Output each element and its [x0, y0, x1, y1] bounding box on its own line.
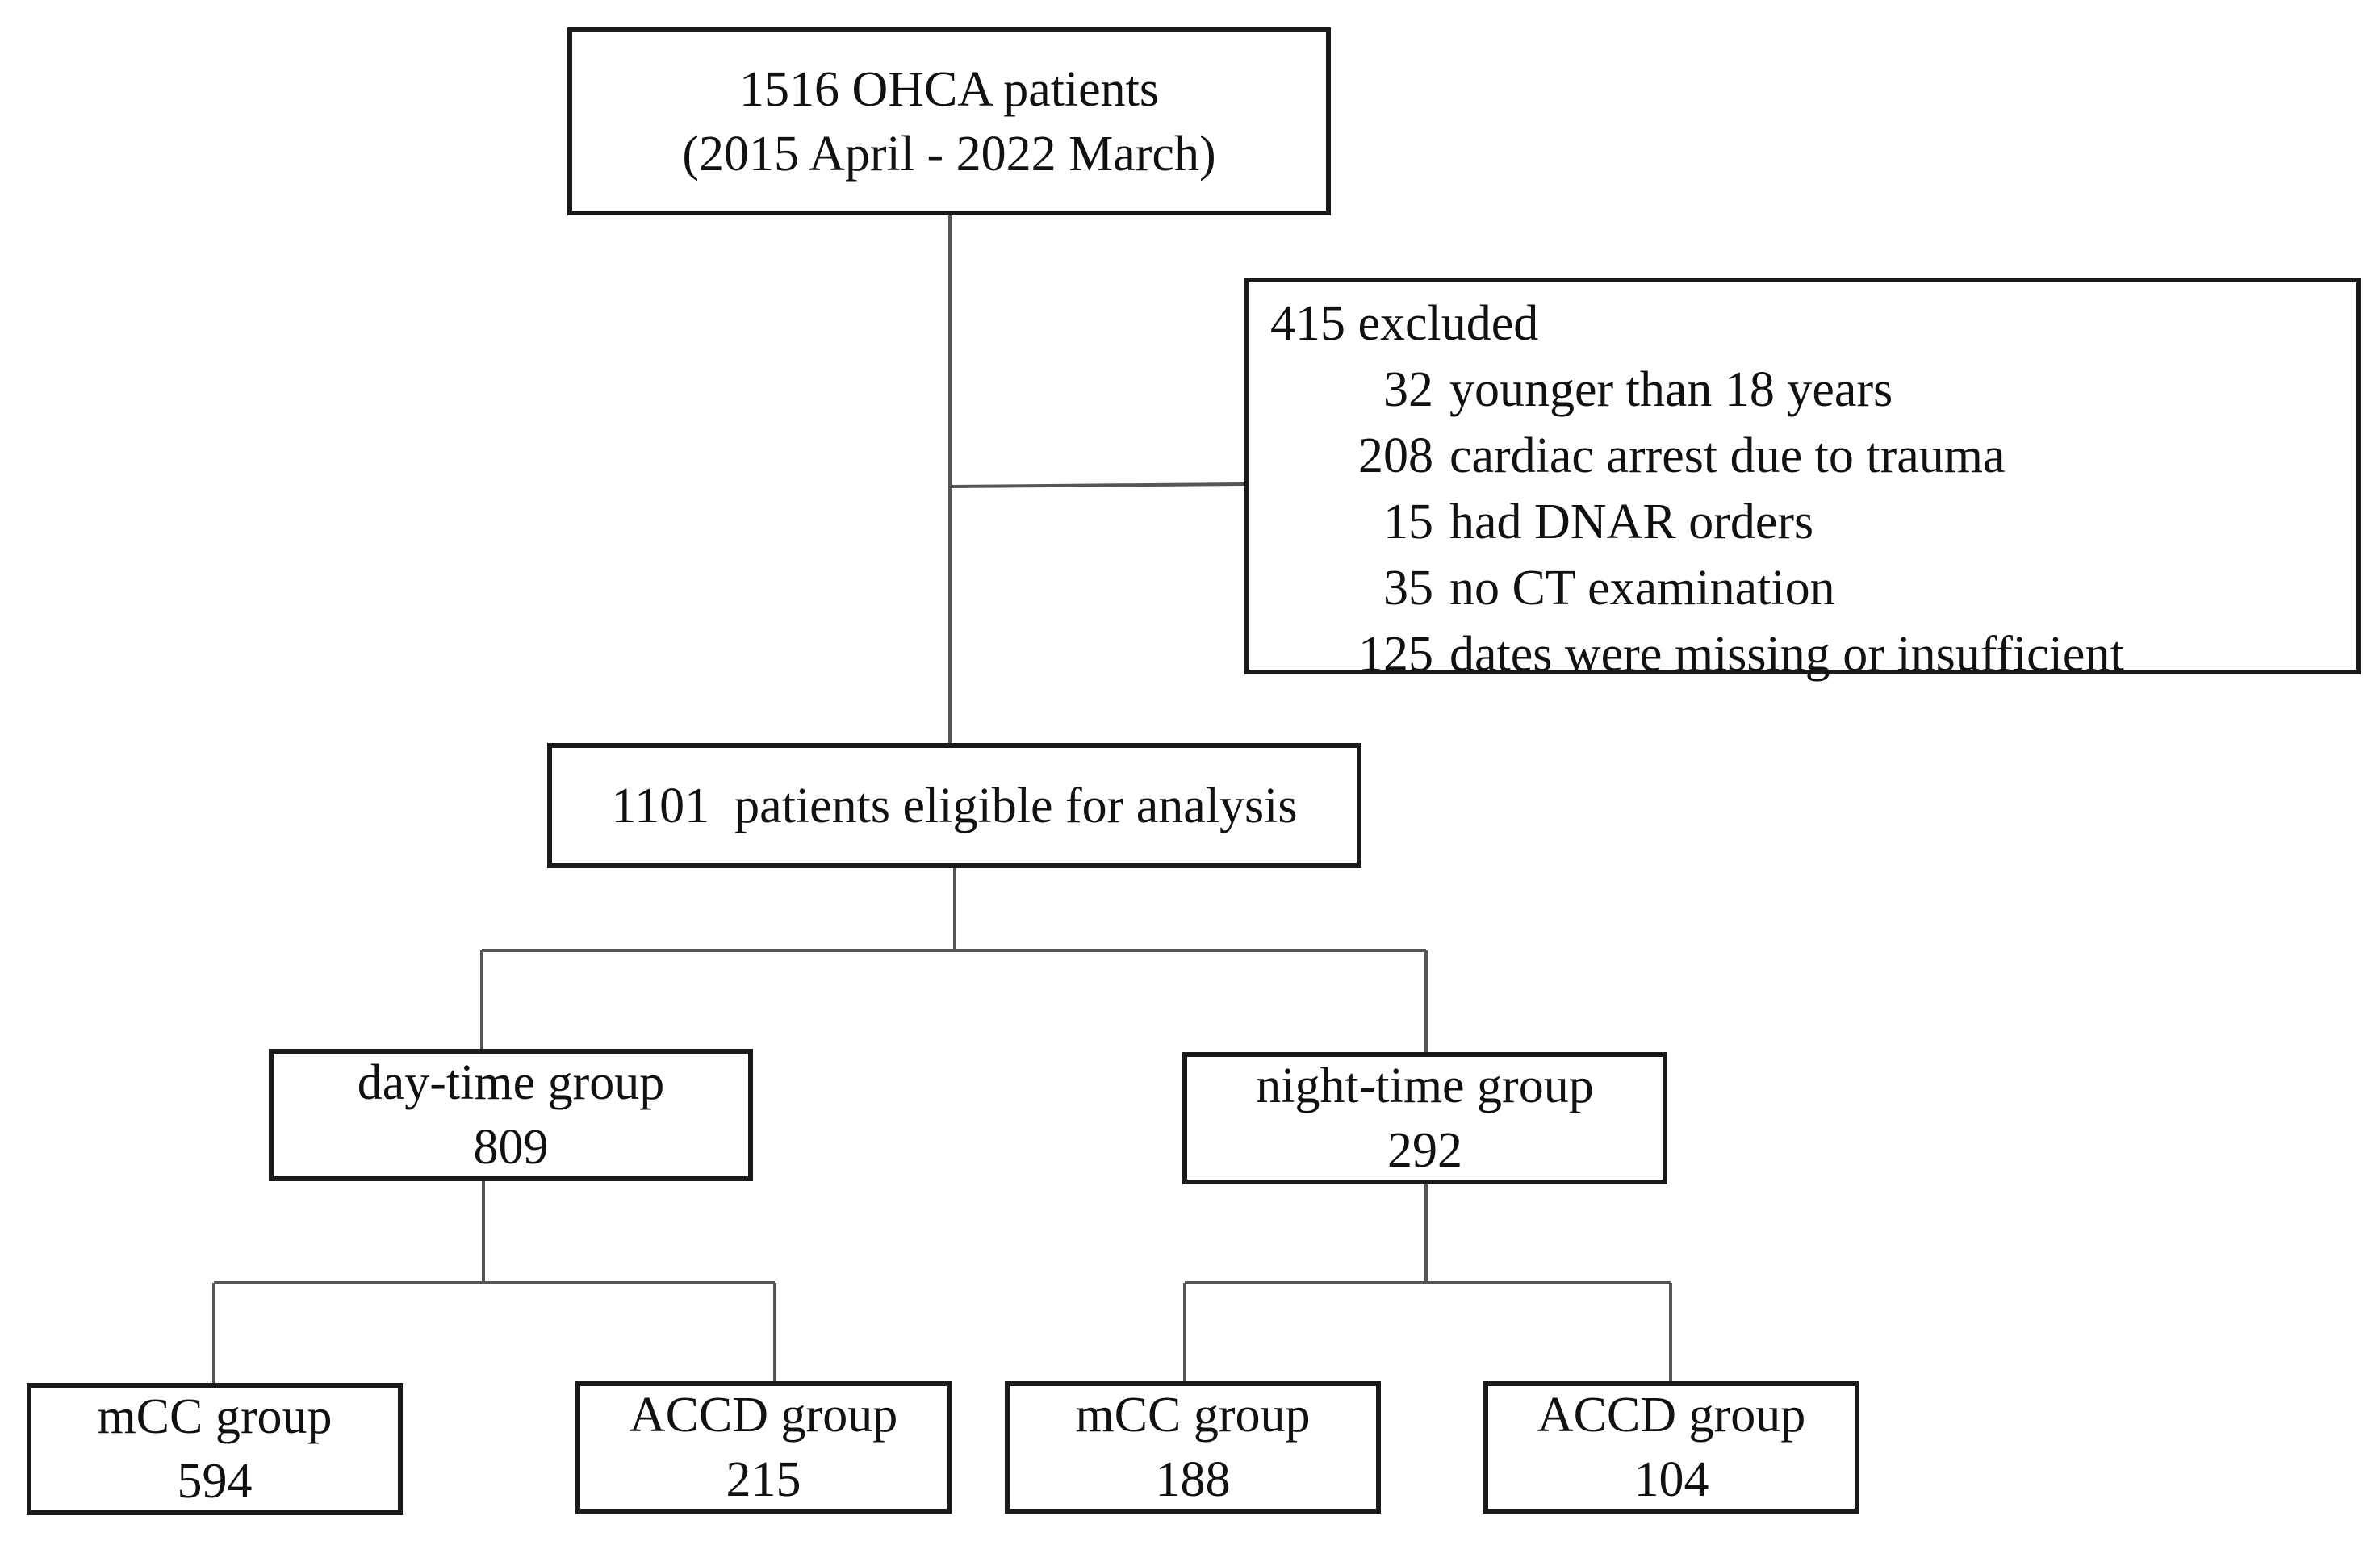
exclusion-count: 32: [1383, 362, 1433, 417]
excluded-box: 415 excluded 32 younger than 18 years 20…: [1244, 278, 2361, 682]
day-mcc-group-label: mCC group: [97, 1389, 333, 1444]
day-accd-group-label: ACCD group: [629, 1388, 898, 1443]
day-accd-group-count: 215: [726, 1452, 801, 1507]
exclusion-reason: dates were missing or insufficient: [1449, 627, 2124, 682]
exclusion-reason: cardiac arrest due to trauma: [1449, 428, 2006, 483]
exclusion-item: 32 younger than 18 years: [1270, 357, 1893, 423]
night-time-group-box: night-time group 292: [1182, 1052, 1667, 1184]
excluded-header: 415 excluded: [1270, 296, 1539, 351]
night-time-group-label: night-time group: [1256, 1059, 1594, 1113]
night-accd-group-label: ACCD group: [1537, 1388, 1806, 1443]
eligible-box: 1101 patients eligible for analysis: [547, 743, 1361, 868]
ohca-patients-count: 1516 OHCA patients: [738, 61, 1160, 117]
night-accd-group-count: 104: [1633, 1452, 1709, 1507]
day-accd-group-box: ACCD group 215: [575, 1381, 952, 1514]
night-mcc-group-box: mCC group 188: [1005, 1381, 1381, 1514]
day-time-group-box: day-time group 809: [269, 1049, 753, 1181]
day-time-group-label: day-time group: [357, 1055, 665, 1110]
exclusion-reason: younger than 18 years: [1449, 362, 1893, 417]
exclusion-reason: had DNAR orders: [1449, 495, 1814, 549]
exclusion-count: 35: [1383, 561, 1433, 616]
exclusion-count: 125: [1358, 627, 1433, 682]
night-mcc-group-count: 188: [1155, 1452, 1231, 1507]
exclusion-item: 35 no CT examination: [1270, 555, 1835, 621]
eligible-label: 1101 patients eligible for analysis: [611, 778, 1298, 833]
night-mcc-group-label: mCC group: [1075, 1388, 1311, 1443]
exclusion-item: 208 cardiac arrest due to trauma: [1270, 423, 2006, 489]
exclusion-count: 15: [1383, 495, 1433, 549]
exclusion-item: 125 dates were missing or insufficient: [1270, 621, 2124, 687]
exclusion-item: 15 had DNAR orders: [1270, 489, 1813, 555]
night-accd-group-box: ACCD group 104: [1483, 1381, 1859, 1514]
day-time-group-count: 809: [473, 1120, 549, 1175]
night-time-group-count: 292: [1387, 1123, 1462, 1178]
exclusion-count: 208: [1358, 428, 1433, 483]
connector-to-excluded: [949, 482, 1245, 488]
day-mcc-group-box: mCC group 594: [27, 1383, 403, 1515]
day-mcc-group-count: 594: [177, 1454, 253, 1509]
ohca-patients-box: 1516 OHCA patients (2015 April - 2022 Ma…: [567, 27, 1331, 215]
study-period: (2015 April - 2022 March): [682, 126, 1216, 182]
exclusion-reason: no CT examination: [1449, 561, 1835, 616]
